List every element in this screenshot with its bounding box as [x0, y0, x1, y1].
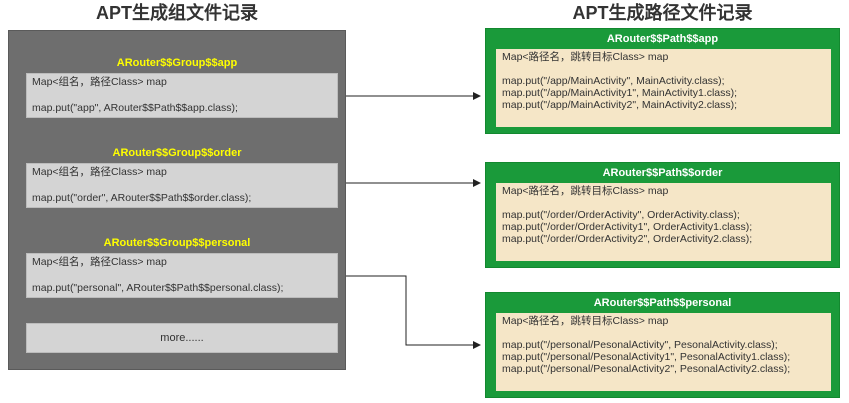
group-put-line: map.put("app", ARouter$$Path$$app.class)… [32, 102, 238, 114]
path-header-app: ARouter$$Path$$app [606, 33, 719, 45]
group-box-order: Map<组名，路径Class> map map.put("order", ARo… [26, 163, 338, 208]
path-put-line: map.put("/order/OrderActivity1", OrderAc… [502, 221, 753, 233]
path-put-line: map.put("/app/MainActivity1", MainActivi… [502, 87, 738, 99]
path-put-line: map.put("/personal/PesonalActivity1", Pe… [502, 351, 791, 363]
group-records-title: APT生成组文件记录 [96, 3, 258, 23]
group-header-order: ARouter$$Group$$order [112, 147, 242, 159]
group-box-app: Map<组名，路径Class> map map.put("app", ARout… [26, 73, 338, 118]
group-header-app: ARouter$$Group$$app [116, 57, 238, 69]
path-put-line: map.put("/personal/PesonalActivity2", Pe… [502, 363, 791, 375]
path-put-line: map.put("/app/MainActivity2", MainActivi… [502, 99, 738, 111]
group-box-personal: Map<组名，路径Class> map map.put("personal", … [26, 253, 338, 298]
group-put-line: map.put("order", ARouter$$Path$$order.cl… [32, 192, 252, 204]
path-box-app: Map<路径名，跳转目标Class> map map.put("/app/Mai… [496, 49, 831, 127]
group-header-personal: ARouter$$Group$$personal [103, 237, 251, 249]
path-box-order: Map<路径名，跳转目标Class> map map.put("/order/O… [496, 183, 831, 261]
path-put-line: map.put("/order/OrderActivity2", OrderAc… [502, 233, 753, 245]
path-put-line: map.put("/personal/PesonalActivity", Pes… [502, 339, 778, 351]
path-box-personal: Map<路径名，跳转目标Class> map map.put("/persona… [496, 313, 831, 391]
arrow-personal [346, 275, 481, 349]
path-records-title: APT生成路径文件记录 [572, 3, 753, 23]
path-put-line: map.put("/app/MainActivity", MainActivit… [502, 75, 725, 87]
path-map-decl: Map<路径名，跳转目标Class> map [502, 315, 669, 327]
path-panel-personal: ARouter$$Path$$personal Map<路径名，跳转目标Clas… [485, 292, 840, 398]
path-put-line: map.put("/order/OrderActivity", OrderAct… [502, 209, 740, 221]
group-map-decl: Map<组名，路径Class> map [32, 166, 167, 178]
group-records-panel: ARouter$$Group$$app Map<组名，路径Class> map … [8, 30, 346, 370]
path-header-personal: ARouter$$Path$$personal [593, 297, 732, 309]
path-map-decl: Map<路径名，跳转目标Class> map [502, 51, 669, 63]
group-map-decl: Map<组名，路径Class> map [32, 256, 167, 268]
group-put-line: map.put("personal", ARouter$$Path$$perso… [32, 282, 284, 294]
path-panel-app: ARouter$$Path$$app Map<路径名，跳转目标Class> ma… [485, 28, 840, 134]
path-header-order: ARouter$$Path$$order [602, 167, 723, 179]
path-map-decl: Map<路径名，跳转目标Class> map [502, 185, 669, 197]
more-box: more...... [26, 323, 338, 353]
path-panel-order: ARouter$$Path$$order Map<路径名，跳转目标Class> … [485, 162, 840, 268]
group-map-decl: Map<组名，路径Class> map [32, 76, 167, 88]
